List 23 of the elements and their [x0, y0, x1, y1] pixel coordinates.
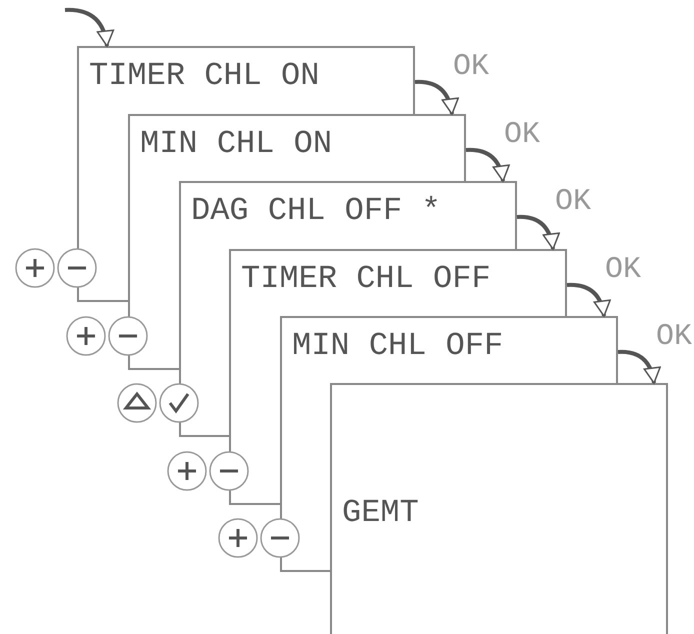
display-screen: [77, 46, 415, 116]
edge-label: OK: [605, 255, 642, 285]
edge-label: OK: [504, 120, 540, 150]
curved-arrow: [414, 80, 458, 115]
edge-label: OK: [656, 322, 692, 352]
display-text: GEMT: [342, 497, 419, 529]
display-screen: [229, 249, 567, 318]
display-text: MIN CHL OFF: [292, 330, 504, 362]
display-screen: [179, 181, 517, 251]
display-screen: [128, 114, 466, 183]
display-screen: [330, 383, 668, 634]
display-text: DAG CHL OFF *: [191, 195, 441, 227]
curved-arrow: [466, 148, 510, 182]
display-screen: [280, 316, 618, 385]
curved-arrow: [64, 8, 114, 47]
edge-label: OK: [555, 187, 592, 217]
edge-label: OK: [453, 52, 490, 82]
curved-arrow: [516, 214, 560, 250]
display-text: TIMER CHL OFF: [241, 263, 491, 295]
curved-arrow: [618, 350, 660, 384]
display-text: MIN CHL ON: [140, 128, 332, 160]
display-text: TIMER CHL ON: [89, 60, 320, 92]
curved-arrow: [566, 282, 610, 317]
